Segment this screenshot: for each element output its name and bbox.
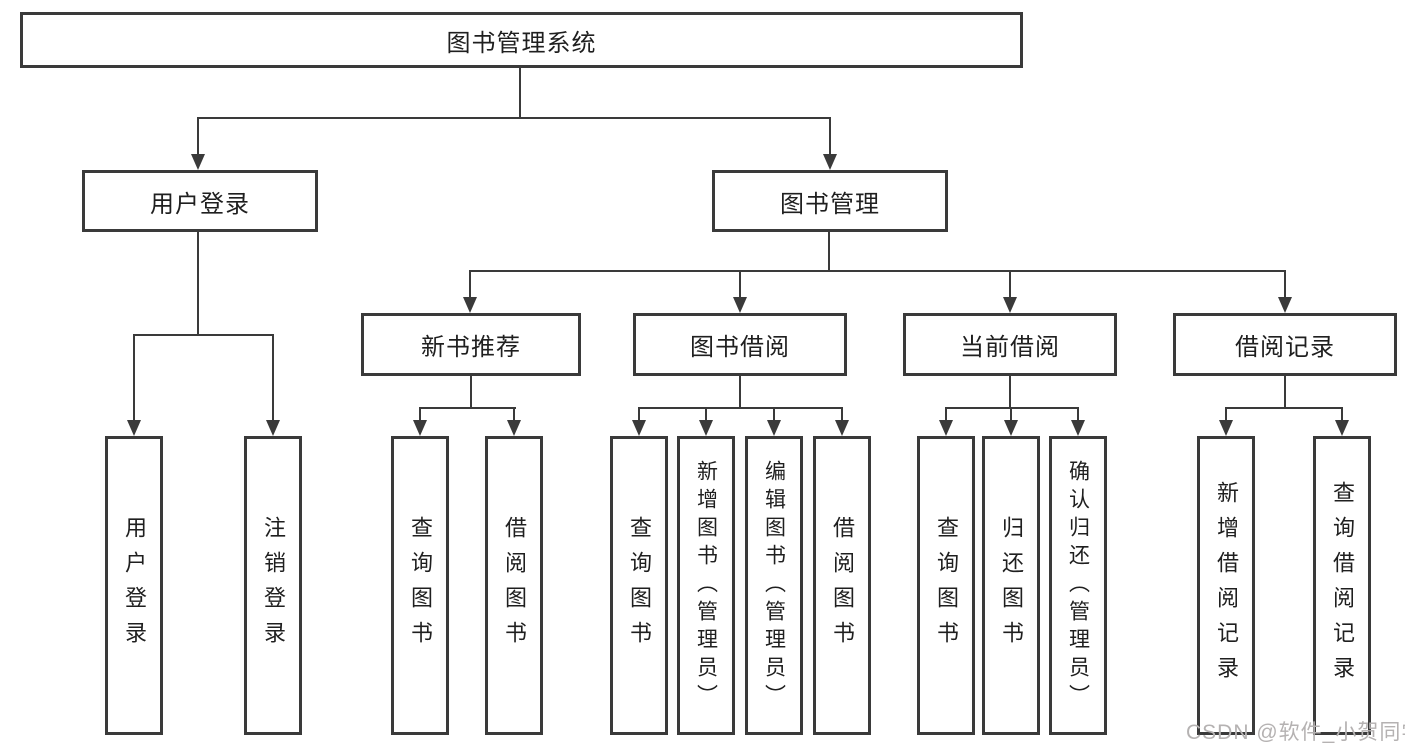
node-label: 当前借阅	[960, 334, 1060, 361]
edge	[133, 334, 274, 336]
node-label: 用户登录	[150, 190, 250, 218]
arrowhead-down-icon	[1004, 420, 1018, 436]
edge	[513, 407, 515, 421]
node-new-book-recommendation: 新书推荐	[361, 313, 581, 376]
arrowhead-down-icon	[733, 297, 747, 313]
arrowhead-down-icon	[507, 420, 521, 436]
leaf-label: 编辑图书（管理员）	[762, 459, 786, 712]
node-label: 图书借阅	[690, 334, 790, 361]
leaf-label: 查询借阅记录	[1330, 480, 1355, 691]
edge	[1077, 407, 1079, 421]
leaf-label: 确认归还（管理员）	[1066, 459, 1090, 712]
arrowhead-down-icon	[939, 420, 953, 436]
edge	[470, 376, 472, 408]
edge	[419, 407, 421, 421]
arrowhead-down-icon	[835, 420, 849, 436]
edge	[638, 407, 640, 421]
edge	[1225, 407, 1343, 409]
node-user-login: 用户登录	[82, 170, 318, 232]
arrowhead-down-icon	[823, 154, 837, 170]
leaf-add-borrow-record: 新增借阅记录	[1197, 436, 1255, 735]
edge	[1225, 407, 1227, 421]
leaf-confirm-return-admin: 确认归还（管理员）	[1049, 436, 1107, 735]
leaf-return-books: 归还图书	[982, 436, 1040, 735]
edge	[705, 407, 707, 421]
edge	[197, 232, 199, 335]
leaf-query-books-current: 查询图书	[917, 436, 975, 735]
edge	[1009, 270, 1011, 298]
arrowhead-down-icon	[699, 420, 713, 436]
edge	[1009, 376, 1011, 408]
edge	[841, 407, 843, 421]
edge	[519, 68, 521, 118]
node-book-management: 图书管理	[712, 170, 948, 232]
leaf-label: 查询图书	[408, 515, 433, 656]
leaf-label: 新增图书（管理员）	[694, 459, 718, 712]
edge	[469, 270, 1286, 272]
leaf-user-login: 用户登录	[105, 436, 163, 735]
leaf-label: 归还图书	[999, 515, 1024, 656]
edge	[773, 407, 775, 421]
leaf-label: 借阅图书	[830, 515, 855, 656]
leaf-label: 注销登录	[261, 515, 286, 656]
arrowhead-down-icon	[266, 420, 280, 436]
leaf-query-borrow-record: 查询借阅记录	[1313, 436, 1371, 735]
arrowhead-down-icon	[1219, 420, 1233, 436]
edge	[133, 334, 135, 421]
leaf-label: 用户登录	[122, 515, 147, 656]
node-label: 新书推荐	[421, 334, 521, 361]
arrowhead-down-icon	[463, 297, 477, 313]
arrowhead-down-icon	[632, 420, 646, 436]
arrowhead-down-icon	[1278, 297, 1292, 313]
edge	[469, 270, 471, 298]
edge	[1341, 407, 1343, 421]
leaf-query-books-recommend: 查询图书	[391, 436, 449, 735]
leaf-borrow-books: 借阅图书	[813, 436, 871, 735]
leaf-borrow-books-recommend: 借阅图书	[485, 436, 543, 735]
leaf-edit-books-admin: 编辑图书（管理员）	[745, 436, 803, 735]
arrowhead-down-icon	[1335, 420, 1349, 436]
edge	[1284, 376, 1286, 408]
node-library-management-system: 图书管理系统	[20, 12, 1023, 68]
node-book-borrowing: 图书借阅	[633, 313, 847, 376]
node-borrowing-records: 借阅记录	[1173, 313, 1397, 376]
node-label: 图书管理	[780, 190, 880, 218]
edge	[1284, 270, 1286, 298]
node-label: 借阅记录	[1235, 334, 1335, 361]
arrowhead-down-icon	[1003, 297, 1017, 313]
edge	[638, 407, 843, 409]
leaf-label: 新增借阅记录	[1214, 480, 1239, 691]
arrowhead-down-icon	[413, 420, 427, 436]
edge	[739, 270, 741, 298]
arrowhead-down-icon	[191, 154, 205, 170]
arrowhead-down-icon	[1071, 420, 1085, 436]
edge	[419, 407, 516, 409]
edge	[828, 232, 830, 272]
arrowhead-down-icon	[767, 420, 781, 436]
leaf-add-books-admin: 新增图书（管理员）	[677, 436, 735, 735]
edge	[1010, 407, 1012, 421]
edge	[272, 334, 274, 421]
node-label: 图书管理系统	[446, 29, 597, 57]
leaf-label: 查询图书	[627, 515, 652, 656]
csdn-watermark: CSDN @软件_小贺同学	[1186, 721, 1405, 744]
edge	[945, 407, 947, 421]
edge	[739, 376, 741, 408]
leaf-query-books-borrowing: 查询图书	[610, 436, 668, 735]
node-current-borrowing: 当前借阅	[903, 313, 1117, 376]
edge	[197, 117, 831, 119]
edge	[829, 117, 831, 155]
edge	[945, 407, 1079, 409]
leaf-label: 查询图书	[934, 515, 959, 656]
edge	[197, 117, 199, 155]
leaf-label: 借阅图书	[502, 515, 527, 656]
arrowhead-down-icon	[127, 420, 141, 436]
leaf-logout: 注销登录	[244, 436, 302, 735]
